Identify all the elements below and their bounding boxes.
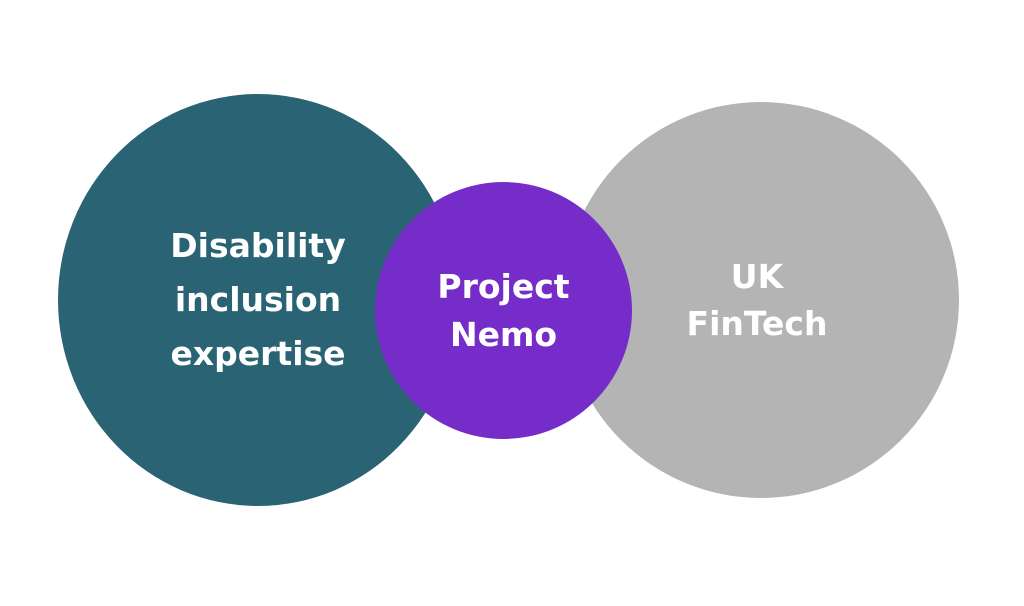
project-nemo-circle: Project Nemo xyxy=(375,182,632,439)
uk-fintech-label: UK FinTech xyxy=(686,257,828,343)
project-nemo-label: Project Nemo xyxy=(437,266,570,354)
disability-inclusion-label: Disability inclusion expertise xyxy=(170,226,346,373)
